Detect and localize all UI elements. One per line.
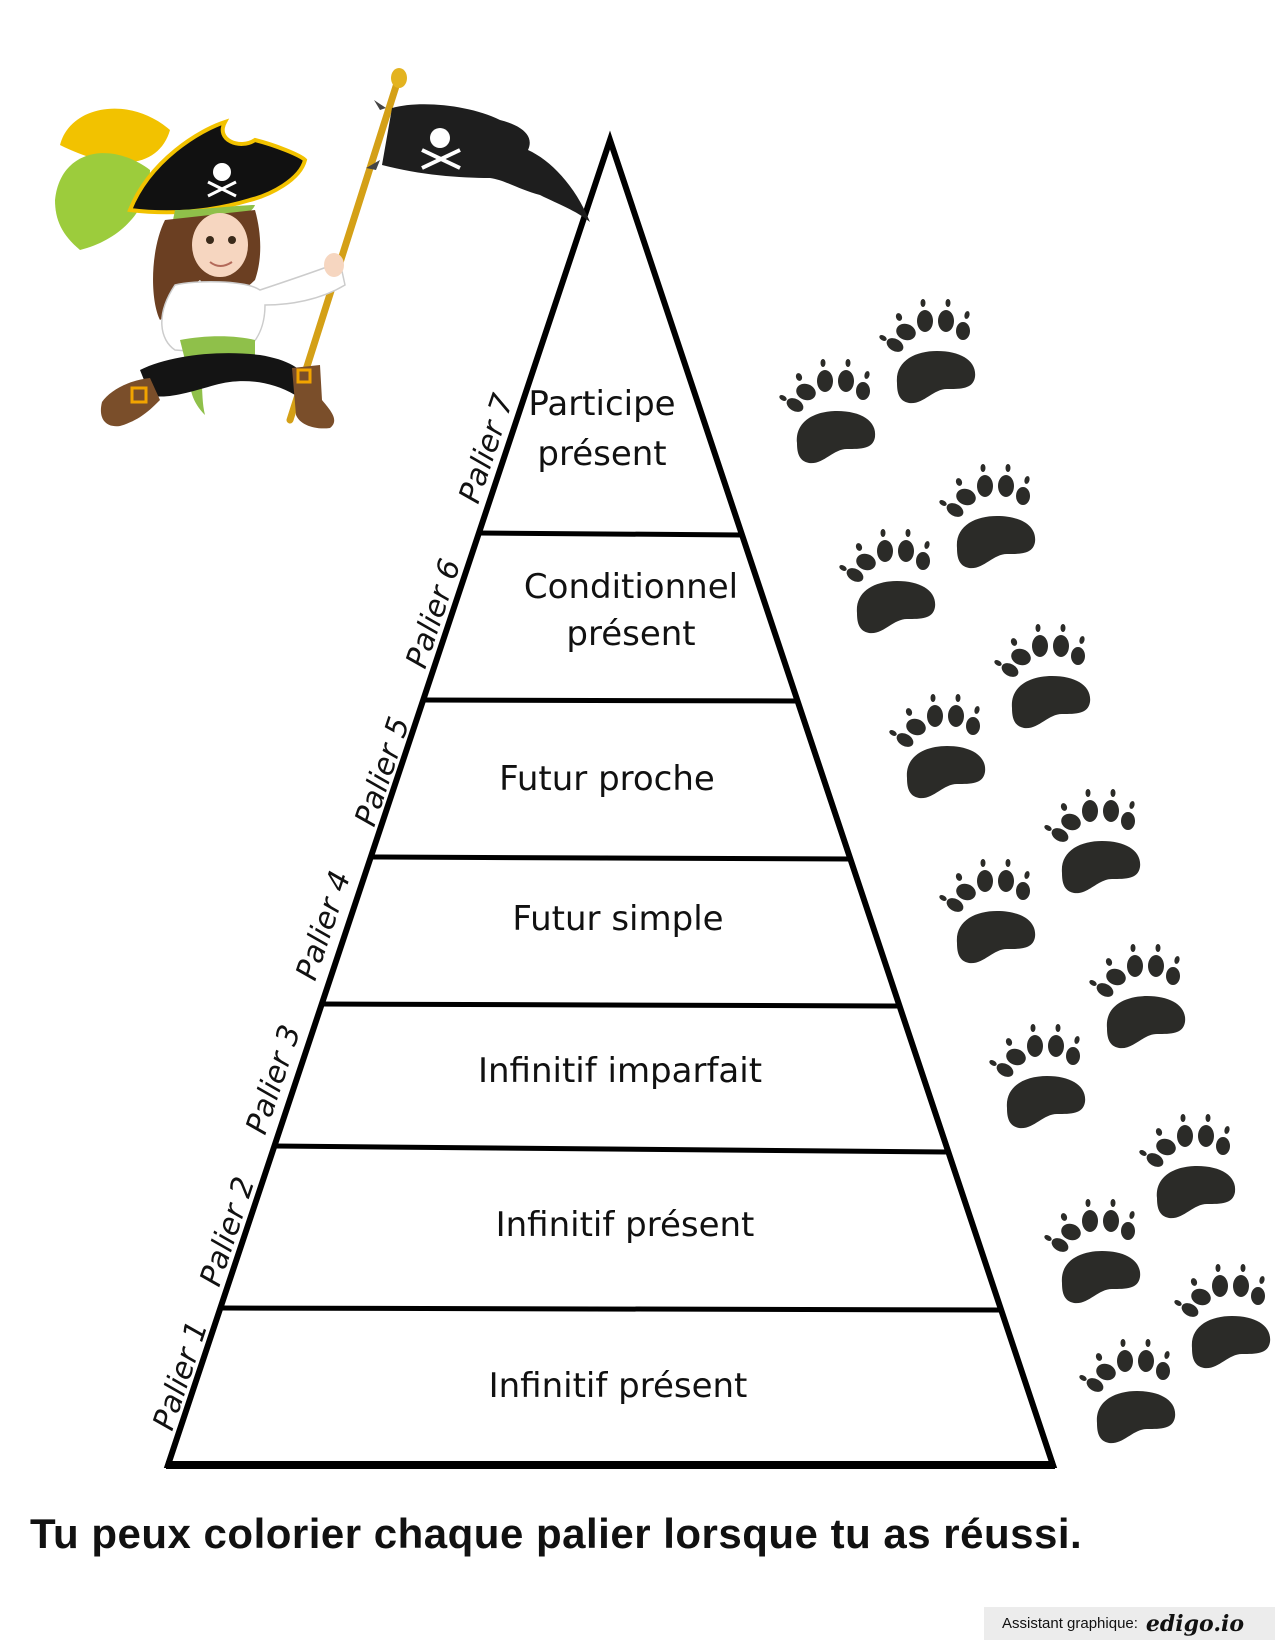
paw-print-icon [1138,1114,1236,1219]
paw-print-icon [1078,1339,1176,1444]
tier-5[interactable]: Futur proche [499,759,715,799]
paw-print-icon [838,529,936,634]
tier-6[interactable]: Conditionnel présent [524,567,738,654]
divider-3-2 [274,1143,947,1155]
face [192,213,248,277]
pants [140,353,310,397]
tier-7-line-1: Participe [528,384,675,424]
yellow-feather [60,108,170,163]
paw-print-icon [778,359,876,464]
pirate-girl-illustration [55,68,590,429]
left-boot [100,378,160,427]
paw-print-icon [1173,1264,1271,1369]
paw-print-icon [1043,1199,1141,1304]
paw-print-icon [988,1024,1086,1129]
flag-pole [286,76,402,424]
tier-6-line-1: Conditionnel [524,567,738,607]
pyramid-outline [163,130,1058,1468]
paw-print-icon [878,299,976,404]
tier-3[interactable]: Infinitif imparfait [478,1051,762,1091]
tier-4-line-1: Futur simple [512,899,723,939]
credit-box: Assistant graphique: edigo.io [984,1607,1275,1640]
tier-3-line-1: Infinitif imparfait [478,1051,762,1091]
paw-print-icon [888,694,986,799]
pyramid [163,130,1058,1469]
instruction-caption: Tu peux colorier chaque palier lorsque t… [30,1510,1083,1557]
divider-7-6 [478,530,743,538]
divider-2-1 [221,1305,1001,1313]
tier-6-line-2: présent [566,614,695,654]
divider-5-4 [370,854,851,862]
credit-label: Assistant graphique: [1002,1615,1138,1632]
tier-5-line-1: Futur proche [499,759,715,799]
tier-2[interactable]: Infinitif présent [496,1205,755,1245]
tier-1-line-1: Infinitif présent [489,1366,748,1406]
tier-2-line-1: Infinitif présent [496,1205,755,1245]
credit-brand-link[interactable]: edigo.io [1145,1610,1245,1637]
tier-7[interactable]: Participe présent [528,384,675,474]
divider-6-5 [422,697,798,704]
paw-print-icon [938,464,1036,569]
paw-print-icon [1043,789,1141,894]
paw-print-icon [993,624,1091,729]
pole-finial [391,68,407,88]
shirt [161,260,346,356]
jolly-roger-flag-icon [382,104,590,222]
tier-1[interactable]: Infinitif présent [489,1366,748,1406]
paw-print-icon [938,859,1036,964]
paw-print-icon [1088,944,1186,1049]
tier-4[interactable]: Futur simple [512,899,723,939]
green-feather [55,153,150,250]
divider-4-3 [321,1001,900,1009]
tier-7-line-2: présent [537,434,666,474]
